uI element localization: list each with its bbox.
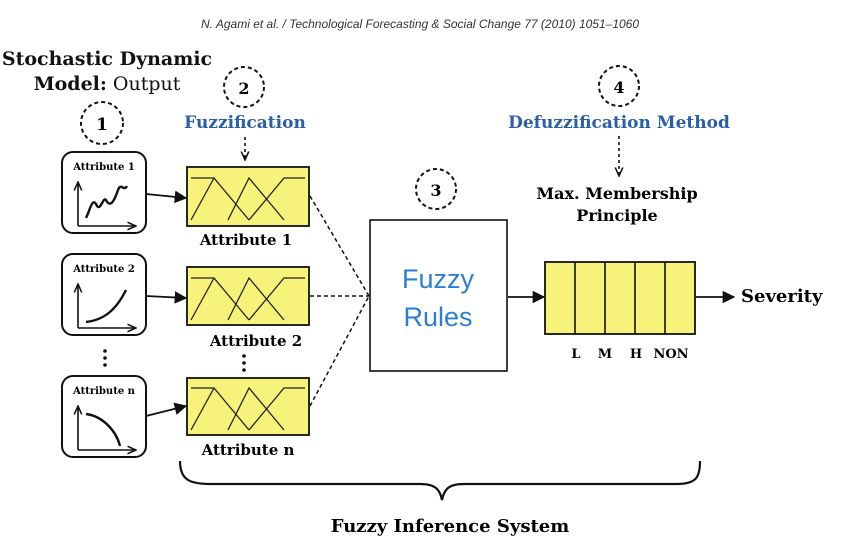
attribute-ellipsis-dots [103,349,107,367]
citation-header: N. Agami et al. / Technological Forecast… [201,17,639,31]
fuzzy-rules-box: Fuzzy Rules [369,219,508,372]
principle-line2: Principle [576,206,657,225]
svg-text:1: 1 [96,115,108,135]
fis-brace [178,460,702,501]
dashed-connectors [309,195,370,407]
principle-line1: Max. Membership [536,184,697,203]
step-4-marker: 4 [598,65,640,107]
fuzzy-rules-line1: Fuzzy [402,264,475,294]
step-3-marker: 3 [415,168,457,210]
step-1-marker: 1 [80,101,124,145]
attribute-2-caption: Attribute 2 [209,332,302,350]
svg-text:4: 4 [613,78,624,97]
svg-text:Attribute 2: Attribute 2 [72,264,135,275]
svg-text:3: 3 [430,181,441,200]
svg-text:M: M [598,347,612,362]
defuzzification-label: Defuzzification Method [508,113,730,133]
output-class-box [544,261,696,335]
svg-text:L: L [571,347,580,362]
fuzzification-label: Fuzzification [184,113,306,133]
svg-text:NON: NON [653,347,688,362]
membership-box-attribute-n [186,377,310,436]
membership-box-attribute-2 [186,266,310,326]
svg-text:Attribute 1: Attribute 1 [72,162,135,173]
membership-box-attribute-1 [186,166,310,227]
svg-text:H: H [630,347,642,362]
fis-label: Fuzzy Inference System [331,516,570,537]
attribute-n-caption: Attribute n [201,441,295,459]
attribute-1-input-box: Attribute 1 [61,151,147,234]
svg-text:Attribute n: Attribute n [72,386,136,397]
model-title-line2: Model: Output [34,73,181,95]
svg-text:2: 2 [238,79,249,98]
model-title-line1: Stochastic Dynamic [2,48,212,70]
attribute-1-caption: Attribute 1 [199,231,292,249]
step-2-marker: 2 [223,66,265,108]
fuzzy-rules-line2: Rules [403,302,472,332]
attribute-n-input-box: Attribute n [61,375,147,458]
output-class-labels: L M H NON [571,347,688,362]
membership-ellipsis-dots [242,354,246,372]
severity-label: Severity [741,286,823,307]
attribute-2-input-box: Attribute 2 [61,253,147,336]
